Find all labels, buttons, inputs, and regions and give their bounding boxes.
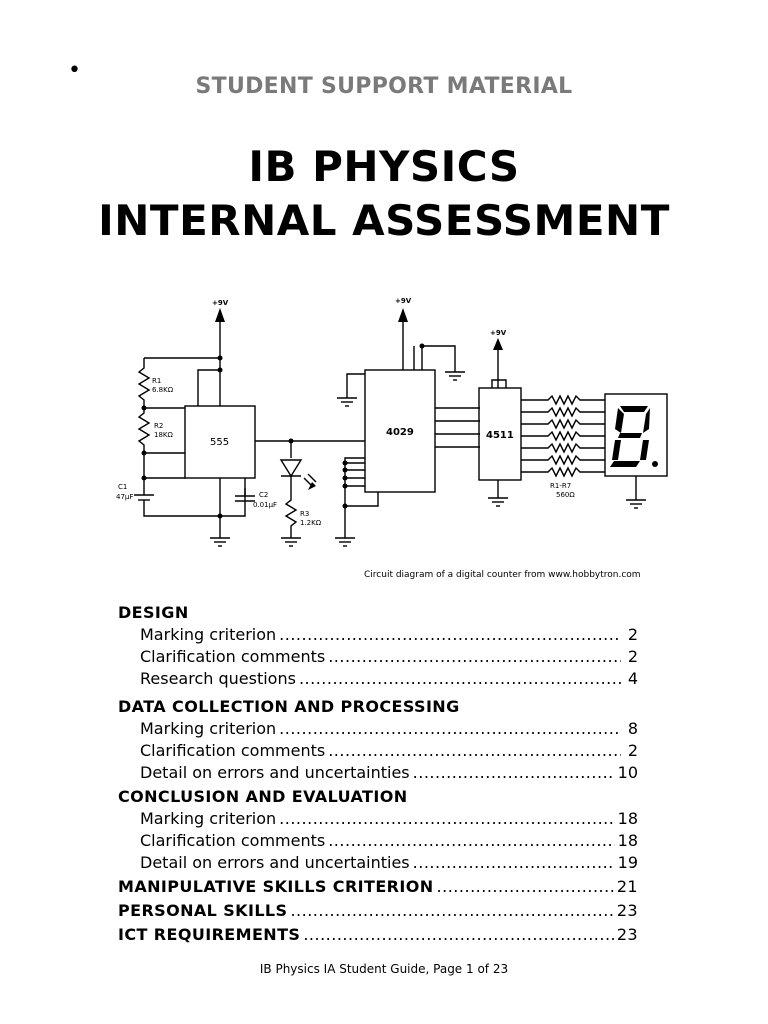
- toc-item-label: Research questions: [140, 669, 296, 688]
- toc-page-number: 19: [617, 853, 638, 872]
- toc-section-label: CONCLUSION AND EVALUATION: [118, 787, 408, 806]
- title-line-1: IB PHYSICS: [248, 142, 520, 191]
- toc-page-number: 2: [627, 647, 638, 666]
- toc-item[interactable]: Clarification comments 2: [118, 646, 638, 668]
- toc-item[interactable]: Detail on errors and uncertainties 19: [118, 852, 638, 874]
- leader-dots: [328, 740, 621, 762]
- toc-section-label: DATA COLLECTION AND PROCESSING: [118, 697, 460, 716]
- r3-value: 1.2KΩ: [300, 519, 322, 527]
- leader-dots: [413, 762, 615, 784]
- toc-item-label: Marking criterion: [140, 719, 277, 738]
- leader-dots: [279, 718, 621, 740]
- leader-dots: [299, 668, 621, 690]
- toc-item[interactable]: Marking criterion 8: [118, 718, 638, 740]
- toc-item-label: Detail on errors and uncertainties: [140, 763, 410, 782]
- toc-item[interactable]: Detail on errors and uncertainties 10: [118, 762, 638, 784]
- toc-page-number: 4: [627, 669, 638, 688]
- toc-section-manipulative[interactable]: MANIPULATIVE SKILLS CRITERION 21: [118, 876, 638, 898]
- toc-section-label: MANIPULATIVE SKILLS CRITERION: [118, 877, 434, 896]
- toc-page-number: 2: [627, 741, 638, 760]
- toc-page-number: 23: [616, 901, 638, 920]
- toc-item-label: Clarification comments: [140, 831, 326, 850]
- ic-4511-label: 4511: [486, 430, 514, 441]
- leader-dots: [437, 876, 614, 898]
- toc-page-number: 2: [627, 625, 638, 644]
- rr-value: 560Ω: [556, 491, 575, 499]
- toc-section-dcp: DATA COLLECTION AND PROCESSING: [118, 696, 638, 718]
- r1-value: 6.8KΩ: [152, 386, 174, 394]
- toc-item-label: Detail on errors and uncertainties: [140, 853, 410, 872]
- toc-item[interactable]: Marking criterion 18: [118, 808, 638, 830]
- c2-label: C2: [259, 491, 268, 499]
- vcc-label-2: +9V: [395, 297, 412, 305]
- c1-value: 47µF: [116, 493, 133, 501]
- leader-dots: [413, 852, 615, 874]
- page-footer: IB Physics IA Student Guide, Page 1 of 2…: [259, 962, 509, 976]
- table-of-contents: DESIGN Marking criterion 2 Clarification …: [118, 600, 638, 946]
- toc-page-number: 8: [627, 719, 638, 738]
- leader-dots: [328, 830, 614, 852]
- leader-dots: [303, 924, 614, 946]
- r3-label: R3: [300, 510, 309, 518]
- toc-item-label: Clarification comments: [140, 741, 326, 760]
- leader-dots: [290, 900, 613, 922]
- toc-section-label: PERSONAL SKILLS: [118, 901, 288, 920]
- toc-page-number: 18: [617, 831, 638, 850]
- toc-page-number: 23: [616, 925, 638, 944]
- toc-item-label: Clarification comments: [140, 647, 326, 666]
- toc-page-number: 10: [617, 763, 638, 782]
- title-line-2: INTERNAL ASSESSMENT: [98, 196, 670, 245]
- page-title: IB PHYSICS INTERNAL ASSESSMENT: [0, 140, 768, 248]
- c1-label: C1: [118, 483, 127, 491]
- leader-dots: [328, 646, 621, 668]
- ic-4029-label: 4029: [386, 427, 414, 438]
- toc-section-label: ICT REQUIREMENTS: [118, 925, 301, 944]
- toc-item-label: Marking criterion: [140, 809, 277, 828]
- r2-value: 18KΩ: [154, 431, 173, 439]
- vcc-label-1: +9V: [212, 299, 229, 307]
- toc-section-ict[interactable]: ICT REQUIREMENTS 23: [118, 924, 638, 946]
- leader-dots: [279, 624, 621, 646]
- toc-section-personal[interactable]: PERSONAL SKILLS 23: [118, 900, 638, 922]
- r2-label: R2: [154, 422, 163, 430]
- figure-caption: Circuit diagram of a digital counter fro…: [364, 570, 641, 580]
- toc-page-number: 18: [617, 809, 638, 828]
- ic-555-label: 555: [210, 437, 229, 448]
- leader-dots: [279, 808, 614, 830]
- toc-page-number: 21: [616, 877, 638, 896]
- toc-item-label: Marking criterion: [140, 625, 277, 644]
- toc-item[interactable]: Clarification comments 18: [118, 830, 638, 852]
- kicker-heading: STUDENT SUPPORT MATERIAL: [195, 74, 573, 99]
- r1-label: R1: [152, 377, 161, 385]
- rr-label: R1-R7: [550, 482, 571, 490]
- c2-value: 0.01µF: [253, 501, 277, 509]
- vcc-label-3: +9V: [490, 329, 507, 337]
- toc-item[interactable]: Clarification comments 2: [118, 740, 638, 762]
- toc-item[interactable]: Marking criterion 2: [118, 624, 638, 646]
- circuit-diagram: +9V +9V +9V R1 6.8KΩ R2 18KΩ C1 47µF C2 …: [116, 297, 668, 547]
- toc-item[interactable]: Research questions 4: [118, 668, 638, 690]
- toc-section-ce: CONCLUSION AND EVALUATION: [118, 786, 638, 808]
- toc-section-design: DESIGN: [118, 602, 638, 624]
- bullet-mark: •: [68, 58, 81, 83]
- toc-section-label: DESIGN: [118, 603, 189, 622]
